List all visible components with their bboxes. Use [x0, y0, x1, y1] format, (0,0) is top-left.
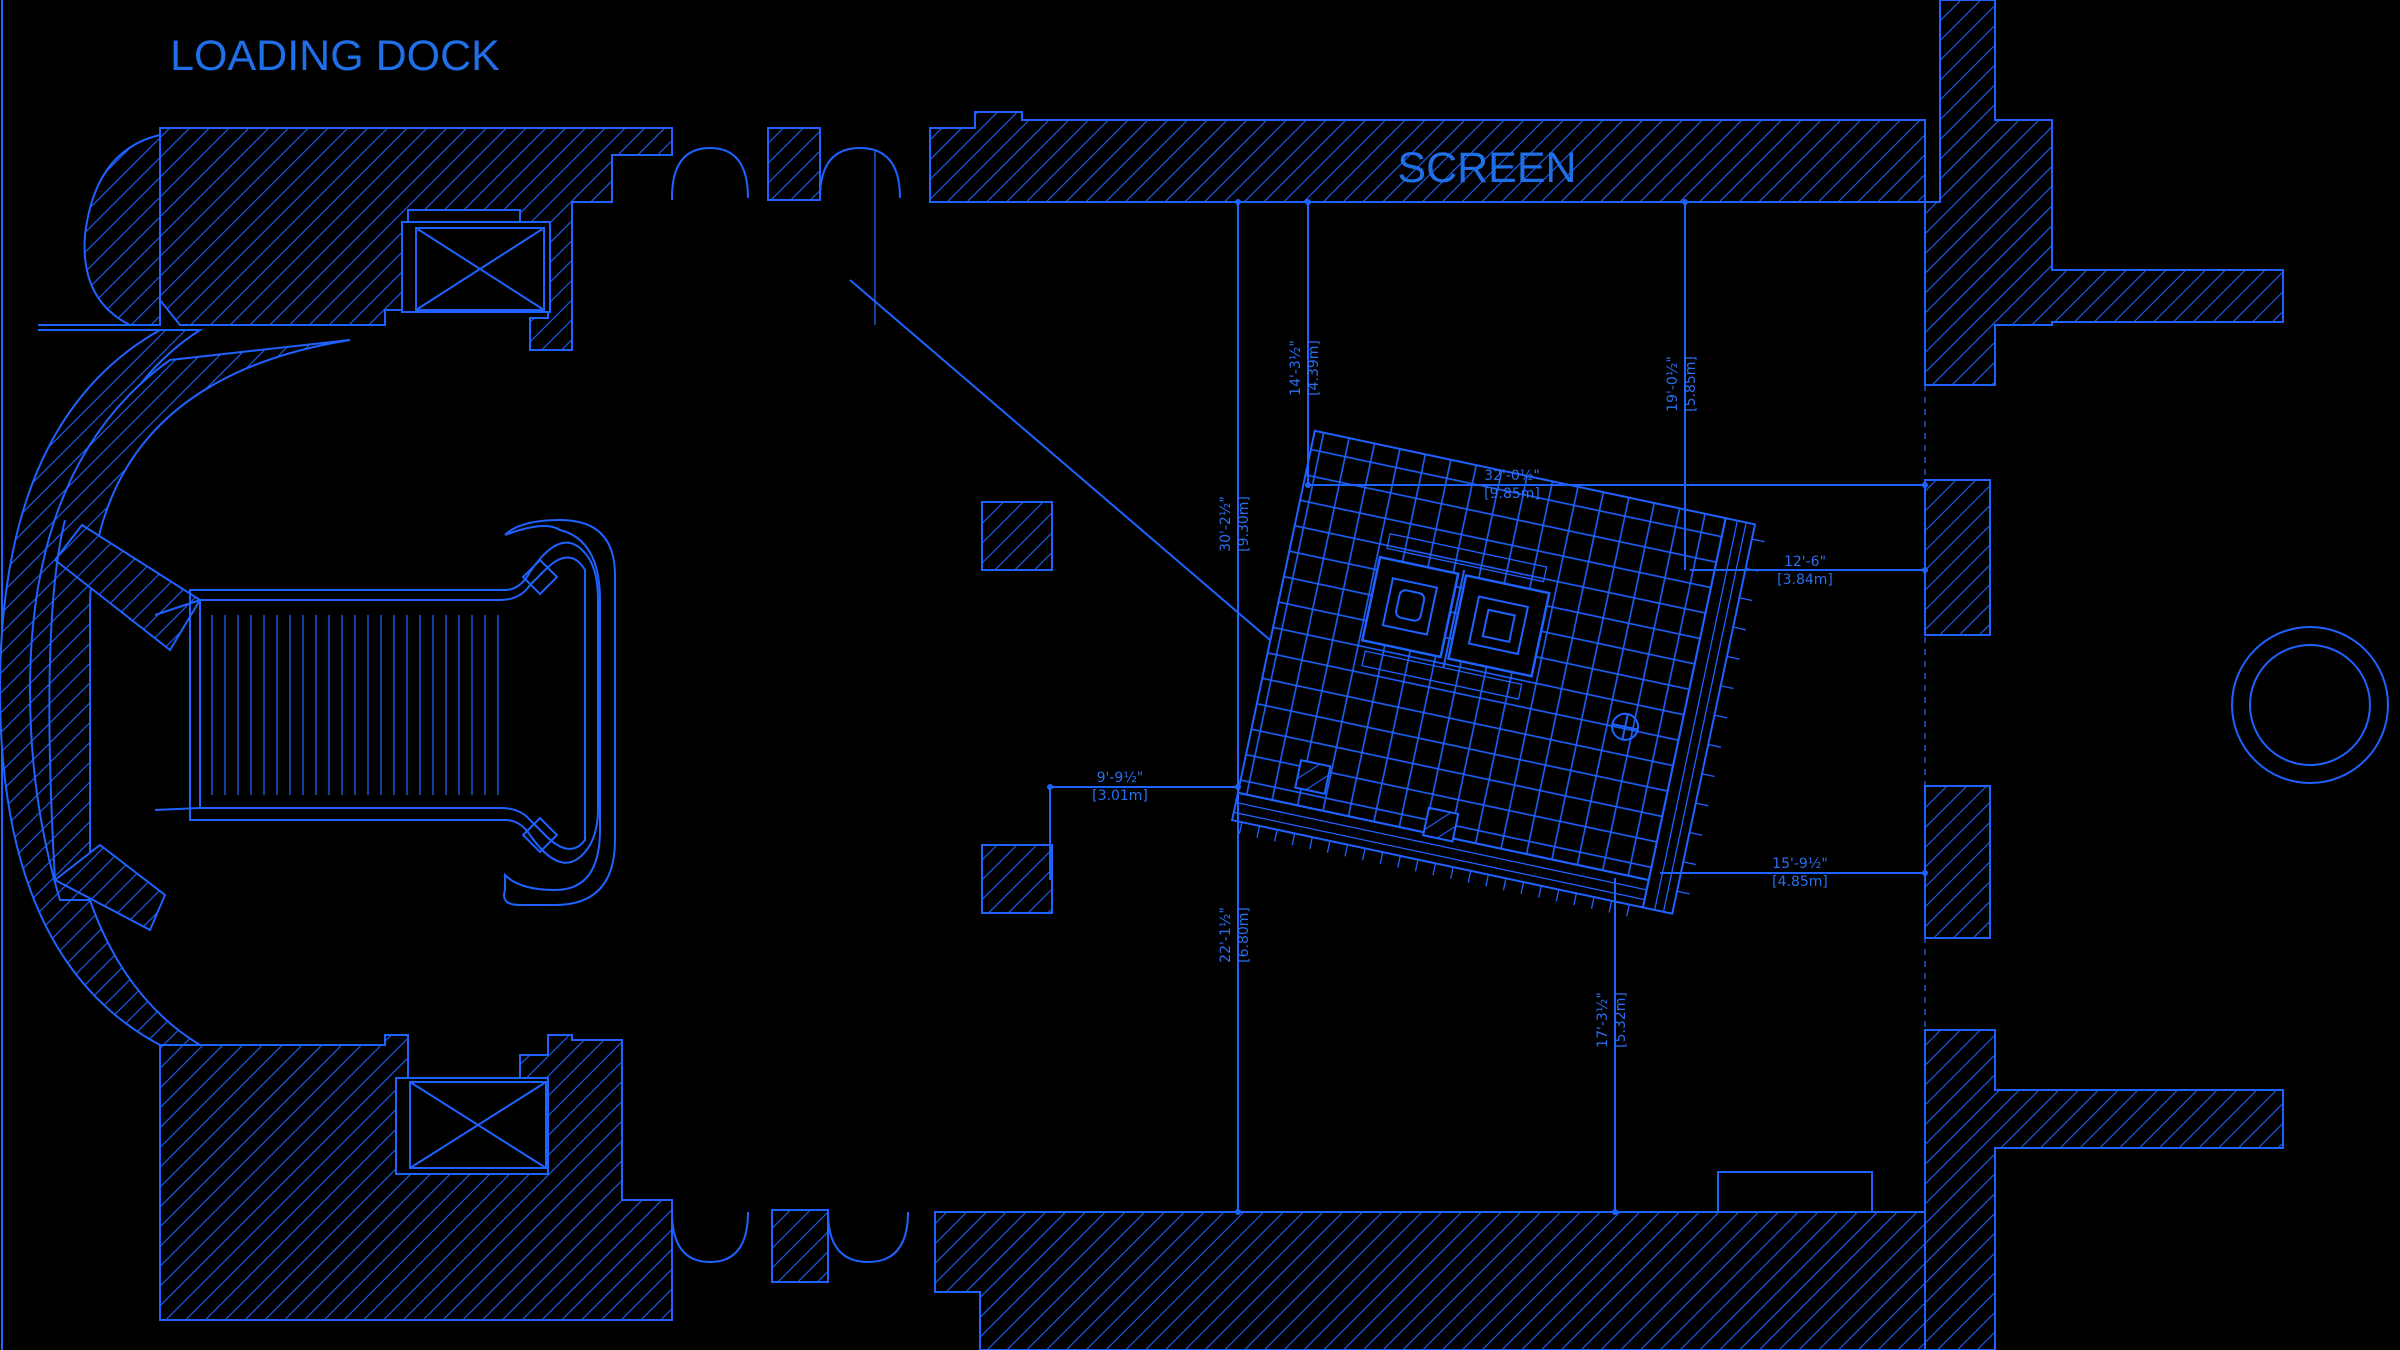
- door-pier-bottom: [771, 1209, 829, 1283]
- svg-text:14'-3½": 14'-3½": [1288, 340, 1304, 396]
- elevator-top: [401, 221, 551, 313]
- svg-text:[4.85m]: [4.85m]: [1772, 874, 1828, 890]
- stage-grid: [1230, 429, 1765, 917]
- dimension-label: 32'-0½" [9.85m]: [1484, 468, 1540, 502]
- svg-text:22'-1½": 22'-1½": [1218, 907, 1234, 963]
- dimension-label: 17'-3½" [5.32m]: [1595, 992, 1629, 1048]
- rotunda: [0, 329, 351, 1046]
- dimension-label: 30'-2½" [9.30m]: [1218, 496, 1252, 552]
- svg-text:15'-9½": 15'-9½": [1772, 856, 1828, 872]
- staircase: [154, 518, 616, 906]
- svg-text:9'-9½": 9'-9½": [1097, 770, 1144, 786]
- elevator-bottom: [395, 1077, 549, 1175]
- column: [981, 479, 1991, 939]
- screen-label: SCREEN: [1397, 144, 1576, 192]
- dimension-label: 12'-6" [3.84m]: [1777, 554, 1833, 588]
- svg-text:[9.85m]: [9.85m]: [1484, 486, 1540, 502]
- loading-dock-label: LOADING DOCK: [170, 32, 500, 80]
- svg-text:19'-0½": 19'-0½": [1665, 356, 1681, 412]
- svg-text:[5.85m]: [5.85m]: [1683, 356, 1699, 412]
- door-pier: [767, 127, 821, 201]
- dimension-label: 19'-0½" [5.85m]: [1665, 356, 1699, 412]
- dimension-label: 22'-1½" [6.80m]: [1218, 907, 1252, 963]
- svg-text:[5.32m]: [5.32m]: [1613, 992, 1629, 1048]
- svg-text:32'-0½": 32'-0½": [1484, 468, 1540, 484]
- svg-text:[4.39m]: [4.39m]: [1306, 340, 1322, 396]
- dimension-label: 9'-9½" [3.01m]: [1092, 770, 1148, 804]
- svg-text:[3.01m]: [3.01m]: [1092, 788, 1148, 804]
- svg-text:[3.84m]: [3.84m]: [1777, 572, 1833, 588]
- door-swings-bottom: [671, 1211, 909, 1264]
- door-swings-top: [671, 146, 901, 325]
- svg-text:[9.30m]: [9.30m]: [1236, 496, 1252, 552]
- dimension-label: 14'-3½" [4.39m]: [1288, 340, 1322, 396]
- svg-text:17'-3½": 17'-3½": [1595, 992, 1611, 1048]
- dimension-label: 15'-9½" [4.85m]: [1772, 856, 1828, 890]
- corner-dome: [83, 133, 161, 326]
- wall-panel: [1717, 1171, 1873, 1213]
- svg-text:30'-2½": 30'-2½": [1218, 496, 1234, 552]
- svg-text:[6.80m]: [6.80m]: [1236, 907, 1252, 963]
- svg-text:12'-6": 12'-6": [1784, 554, 1826, 570]
- round-column: [2231, 626, 2389, 784]
- diagonal-line: [849, 279, 1271, 641]
